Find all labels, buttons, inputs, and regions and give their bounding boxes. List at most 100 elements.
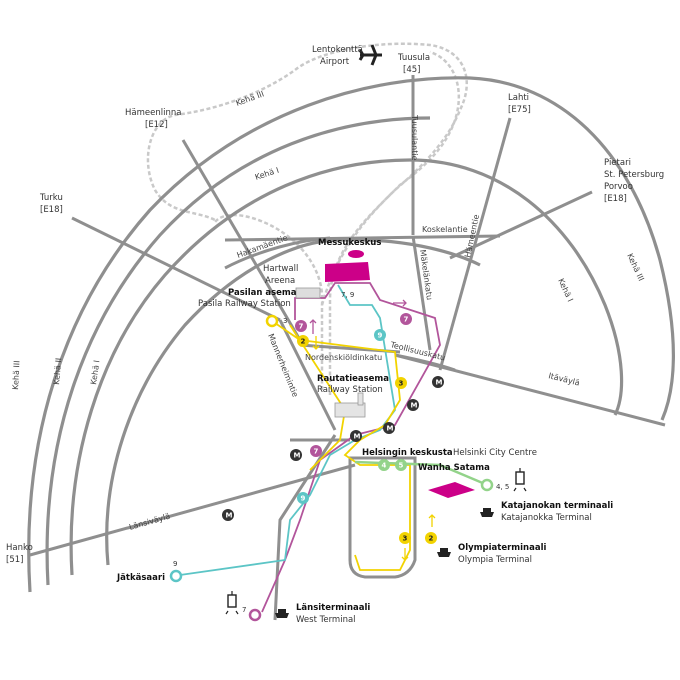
road-turku bbox=[71, 216, 281, 322]
wanha-satama-building bbox=[428, 482, 475, 498]
metro-station-icon: M bbox=[407, 399, 419, 411]
pasila-stop-ring bbox=[265, 314, 279, 328]
tram-line-2-3 bbox=[271, 320, 411, 571]
rautatieasema-label: Rautatieasema bbox=[317, 374, 389, 384]
lahti-code: [E75] bbox=[508, 105, 531, 115]
ship-icon bbox=[275, 609, 289, 618]
tram-7-chip: 7 bbox=[310, 445, 322, 457]
arrow-right-icon bbox=[393, 299, 407, 307]
lahti-label: Lahti bbox=[508, 93, 529, 103]
road-koskelantie bbox=[224, 234, 501, 242]
svg-text:5: 5 bbox=[399, 462, 404, 470]
keha-i-label-north: Kehä I bbox=[254, 166, 280, 182]
koskelantie-label: Koskelantie bbox=[422, 225, 468, 234]
tram-icon bbox=[513, 468, 527, 492]
svg-text:2: 2 bbox=[301, 338, 306, 346]
svg-text:7: 7 bbox=[314, 448, 319, 456]
keskusta-label-fi: Helsingin keskusta bbox=[362, 448, 453, 458]
keha-iii-label-east: Kehä III bbox=[625, 252, 646, 282]
tram-7-route bbox=[261, 282, 441, 613]
keha-iii-label-west: Kehä III bbox=[11, 360, 22, 390]
svg-text:4: 4 bbox=[382, 462, 387, 470]
road-lahti bbox=[438, 117, 512, 371]
metro-label: M bbox=[354, 433, 361, 441]
hartwall-areena-building bbox=[295, 287, 321, 299]
nordenskioldinkatu-label: Nordenskiöldinkatu bbox=[305, 353, 382, 362]
road-labels: Lentokenttä Airport Tuusula [45] Tuusula… bbox=[6, 45, 664, 565]
turku-code: [E18] bbox=[40, 205, 63, 215]
tram-3-label: 3 bbox=[283, 317, 287, 325]
jatkasaari-stop-ring bbox=[169, 569, 183, 583]
metro-label: M bbox=[411, 402, 418, 410]
svg-text:3: 3 bbox=[403, 535, 408, 543]
arrow-down-icon bbox=[312, 336, 320, 350]
hameenlinna-code: [E12] bbox=[145, 120, 168, 130]
ring-roads bbox=[27, 76, 675, 593]
metro-stations: M M M M M M bbox=[222, 376, 444, 521]
svg-text:9: 9 bbox=[301, 495, 306, 503]
inner-ring bbox=[105, 238, 481, 566]
airplane-icon bbox=[358, 44, 382, 66]
tram-4-chip: 4 bbox=[378, 459, 390, 471]
wanha-satama-label: Wanha Satama bbox=[418, 463, 490, 473]
hanko-label: Hanko bbox=[6, 543, 33, 553]
lansivayla-label: Länsiväylä bbox=[128, 512, 171, 532]
itavayla-label: Itäväylä bbox=[548, 371, 581, 387]
station-building-shape bbox=[334, 402, 366, 418]
tram-9-route bbox=[179, 284, 396, 576]
metro-station-icon: M bbox=[432, 376, 444, 388]
svg-text:7: 7 bbox=[299, 323, 304, 331]
wanha-satama-stop-ring bbox=[480, 478, 494, 492]
olympia-label-en: Olympia Terminal bbox=[458, 555, 532, 565]
tram-3-chip: 3 bbox=[399, 532, 411, 544]
tuusula-code: [45] bbox=[403, 65, 420, 75]
keha-iii-ring bbox=[27, 76, 675, 593]
pietari-label-en: St. Petersburg bbox=[604, 170, 664, 180]
metro-station-icon: M bbox=[290, 449, 302, 461]
tram-7-chip: 7 bbox=[295, 320, 307, 332]
road-hakamaentie bbox=[224, 236, 331, 270]
airport-label-en: Airport bbox=[320, 57, 350, 67]
road-mannerheimintie bbox=[278, 319, 337, 431]
direction-arrows bbox=[309, 299, 436, 561]
ship-icon bbox=[480, 508, 494, 517]
tram-7-label: 7 bbox=[242, 606, 246, 614]
pietari-label: Pietari bbox=[604, 158, 631, 168]
metro-label: M bbox=[294, 452, 301, 460]
hanko-code: [51] bbox=[6, 555, 23, 565]
pietari-code: [E18] bbox=[604, 194, 627, 204]
mannerheimintie-label: Mannerheimintie bbox=[266, 332, 300, 398]
tram-9-label: 9 bbox=[173, 560, 177, 568]
metro-label: M bbox=[436, 379, 443, 387]
road-teollisuuskatu bbox=[394, 353, 456, 372]
road-pietari bbox=[449, 190, 593, 260]
tram-7-chip: 7 bbox=[400, 313, 412, 325]
hameenlinna-label: Hämeenlinna bbox=[125, 108, 181, 118]
arrow-down-icon bbox=[401, 548, 409, 561]
messukeskus-label: Messukeskus bbox=[318, 238, 381, 248]
tram-2-route bbox=[289, 324, 346, 471]
tram-2-chip: 2 bbox=[425, 532, 437, 544]
tram-chips: 7 2 7 9 3 7 9 4 5 3 2 bbox=[295, 313, 437, 544]
keha-i-label-east: Kehä I bbox=[556, 277, 575, 303]
road-hanko bbox=[29, 463, 356, 557]
place-labels: Messukeskus Hartwall Areena Pasilan asem… bbox=[116, 238, 613, 625]
hartwall-label-2: Areena bbox=[265, 276, 295, 286]
tuusulantie-label: Tuusulantie bbox=[410, 114, 419, 161]
tram-line-7 bbox=[261, 282, 441, 613]
keha-iii-label-north: Kehä III bbox=[235, 89, 266, 108]
lansiterminaali-label-en: West Terminal bbox=[296, 615, 356, 625]
metro-label: M bbox=[387, 425, 394, 433]
pasila-label-fi: Pasilan asema bbox=[228, 288, 297, 298]
tuusula-label: Tuusula bbox=[397, 53, 430, 63]
keha-ii-ring bbox=[45, 116, 431, 586]
messukeskus-hall-shape bbox=[325, 262, 370, 282]
road-makelankatu bbox=[411, 235, 432, 351]
terminal-stops bbox=[169, 314, 494, 622]
tram-line-9 bbox=[179, 284, 396, 576]
metro-label: M bbox=[226, 512, 233, 520]
rautatieasema-building bbox=[334, 392, 366, 418]
katajanokan-label-en: Katajanokka Terminal bbox=[501, 513, 592, 523]
hartwall-hall-shape bbox=[295, 287, 321, 299]
